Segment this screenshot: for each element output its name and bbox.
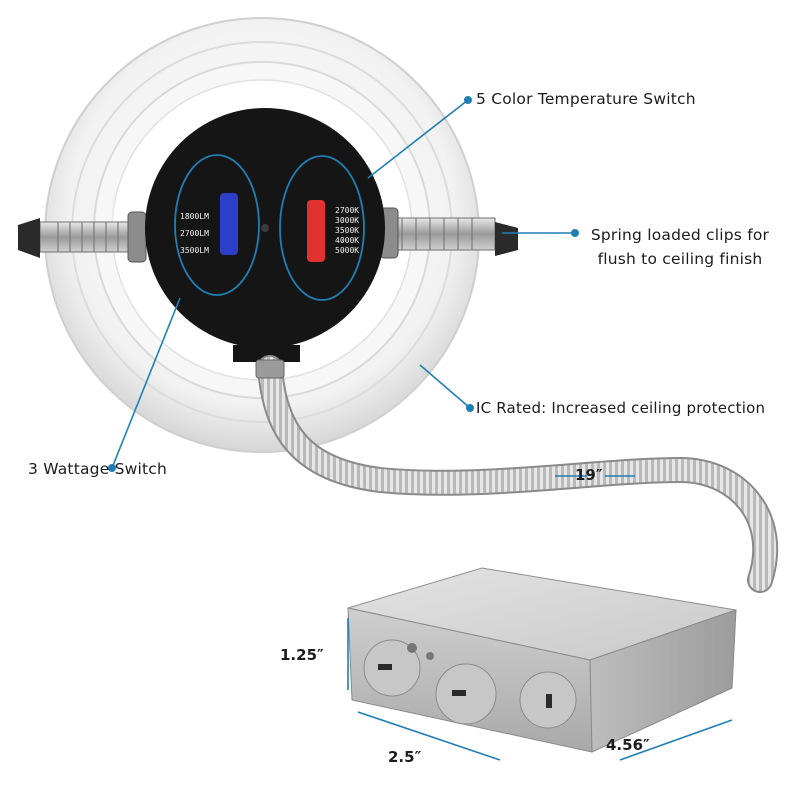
driver-housing: [145, 108, 385, 362]
color-temp-option: 3500K: [335, 226, 360, 235]
color-temp-option: 3000K: [335, 216, 360, 225]
wattage-switch-slider: [220, 193, 238, 255]
wattage-option: 3500LM: [180, 246, 209, 255]
box-depth-dimension: 2.5″: [388, 748, 422, 766]
spring-clips-label-line1: Spring loaded clips for: [590, 226, 770, 244]
callout-dots: [108, 96, 579, 472]
ic-rated-label: IC Rated: Increased ceiling protection: [476, 399, 766, 417]
box-height-dimension: 1.25″: [280, 646, 324, 664]
wattage-option: 1800LM: [180, 212, 209, 221]
color-temp-option: 2700K: [335, 206, 360, 215]
junction-box: [347, 567, 737, 753]
spring-clip-left: [18, 211, 147, 263]
color-temp-switch-label: 5 Color Temperature Switch: [476, 90, 696, 108]
spring-clips-label-line2: flush to ceiling finish: [597, 250, 763, 268]
color-temp-switch-slider: [307, 200, 325, 262]
wattage-option: 2700LM: [180, 229, 209, 238]
color-temp-option-labels: 2700K 3000K 3500K 4000K 5000K: [335, 206, 359, 256]
wattage-option-labels: 1800LM 2700LM 3500LM: [180, 211, 209, 256]
callout-lines: [111, 99, 733, 761]
color-temp-option: 4000K: [335, 236, 360, 245]
wattage-switch-label: 3 Wattage Switch: [28, 460, 168, 478]
box-width-dimension: 4.56″: [606, 736, 650, 754]
color-temp-option: 5000K: [335, 246, 360, 255]
cable-length-dimension: 19″: [575, 466, 603, 484]
flexible-conduit: [255, 355, 779, 593]
spring-clips-label: Spring loaded clips for flush to ceiling…: [582, 223, 778, 271]
